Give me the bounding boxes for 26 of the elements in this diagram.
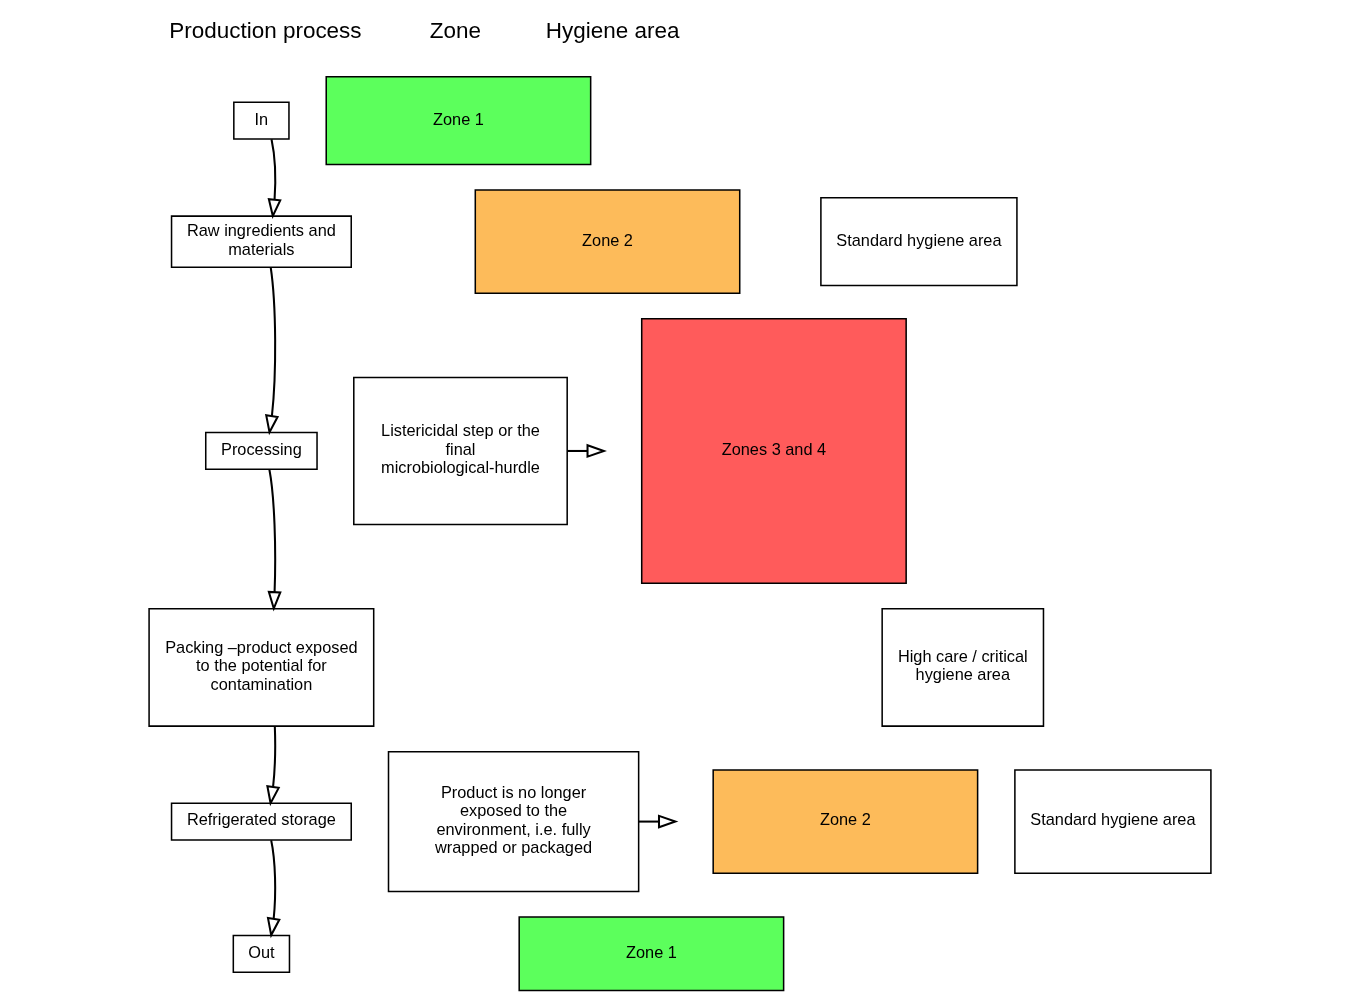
arrow bbox=[566, 443, 607, 459]
arrow bbox=[266, 839, 281, 939]
node-box: Refrigerated storage bbox=[170, 802, 352, 841]
node-box: In bbox=[232, 101, 290, 140]
node-box: Standard hygiene area bbox=[819, 197, 1018, 287]
node-box: Zones 3 and 4 bbox=[640, 317, 907, 584]
node-box: Standard hygiene area bbox=[1013, 769, 1212, 874]
node-box: Processing bbox=[204, 431, 318, 471]
node-box: Listericidal step or the final microbiological-hurdle bbox=[352, 376, 568, 526]
arrow bbox=[265, 726, 280, 807]
node-box: Product is no longer exposed to the environment, i.e. fully wrapped or packaged bbox=[387, 750, 639, 893]
node-box: High care / critical hygiene area bbox=[880, 607, 1044, 727]
node-box: Zone 1 bbox=[517, 916, 784, 992]
node-box: Zone 1 bbox=[324, 76, 591, 166]
arrow bbox=[638, 814, 678, 829]
node-box: Zone 2 bbox=[474, 189, 740, 294]
arrow bbox=[267, 469, 282, 612]
arrow bbox=[264, 267, 279, 436]
arrow bbox=[267, 139, 282, 220]
label: Hygiene area bbox=[545, 17, 679, 43]
node-box: Packing –product exposed to the potential for contamination bbox=[147, 607, 374, 727]
node-box: Zone 2 bbox=[711, 769, 978, 874]
node-box: Raw ingredients and materials bbox=[170, 215, 352, 268]
node-box: Out bbox=[232, 934, 290, 973]
label: Zone bbox=[429, 17, 481, 43]
label: Production process bbox=[168, 17, 362, 43]
